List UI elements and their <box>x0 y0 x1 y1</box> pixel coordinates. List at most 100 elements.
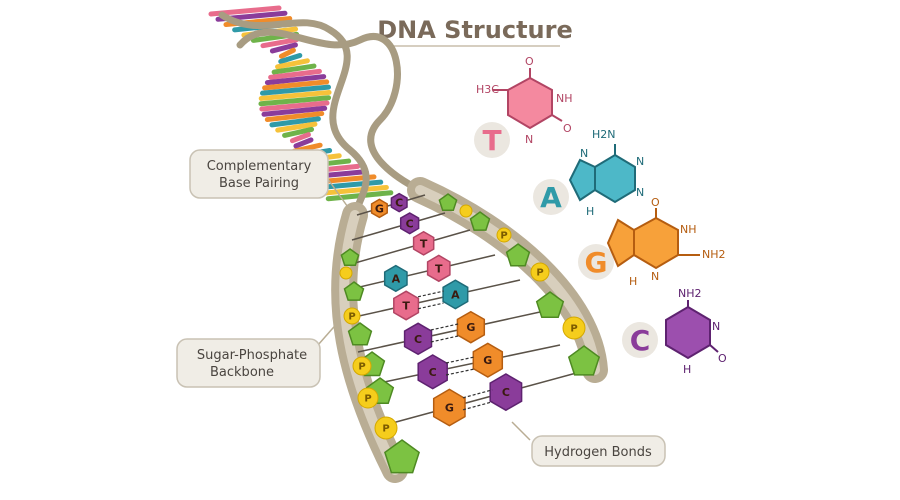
phosphate: P <box>374 416 398 440</box>
base-letter: T <box>402 299 410 312</box>
legend-base-T: T <box>474 122 510 158</box>
right-backbone <box>407 177 608 383</box>
helix-stripe <box>289 132 311 144</box>
base-T: T <box>393 290 420 321</box>
base-hexagon <box>456 310 486 344</box>
base-letter: G <box>445 402 454 415</box>
atom-label: O <box>525 55 534 68</box>
atom-label: N <box>712 320 720 333</box>
phosphate-label: P <box>570 324 577 335</box>
phosphate: P <box>530 262 550 282</box>
base-hexagon <box>390 192 408 213</box>
legend-letter: T <box>482 124 501 157</box>
base-T: T <box>426 254 451 283</box>
sugar-pentagon <box>469 211 491 231</box>
sugar-pentagon <box>384 439 420 474</box>
legend-circle <box>533 179 569 215</box>
helix-stripe <box>275 58 310 70</box>
sugar-groups <box>340 193 601 474</box>
phosphate-circle <box>339 266 353 280</box>
rung-line <box>351 212 446 241</box>
helix-stripe <box>269 116 321 128</box>
helix-stripe <box>293 137 314 149</box>
callout-sugar-phosphate-backbone: Sugar-Phosphate Backbone <box>176 319 341 388</box>
phosphate-circle <box>562 316 586 340</box>
phosphate-circle <box>357 387 379 409</box>
helix-stripe <box>264 74 327 86</box>
helix-strand-right <box>236 28 424 194</box>
phosphate: P <box>357 387 379 409</box>
guanine-structure: O NH NH2 N H <box>606 196 726 288</box>
base-letter: G <box>375 202 384 215</box>
helix-stripe <box>269 42 298 54</box>
legend-letter: A <box>540 181 562 214</box>
base-letter: C <box>429 366 437 379</box>
atom-label: N <box>525 133 533 146</box>
base-hexagon <box>403 322 433 356</box>
callout-box <box>176 338 321 388</box>
callout-text-line2: Backbone <box>210 365 274 380</box>
atom-label: NH <box>556 92 573 105</box>
hydrogen-bond <box>445 368 475 376</box>
rung-line <box>346 254 496 291</box>
cytosine-structure: NH2 N O H <box>665 287 727 376</box>
phosphate-label: P <box>500 231 507 242</box>
base-letter: C <box>395 197 403 210</box>
base-A: A <box>442 279 469 310</box>
phosphate: P <box>352 356 372 376</box>
base-letter: C <box>502 386 510 399</box>
legend-letter: G <box>585 246 608 279</box>
base-A: A <box>383 264 408 293</box>
callout-box <box>531 435 666 467</box>
phosphate-label: P <box>536 268 543 279</box>
base-hexagon <box>370 198 388 219</box>
hydrogen-bond <box>430 335 459 343</box>
base-hexagon <box>442 279 469 310</box>
helix-stripe <box>259 100 330 112</box>
sugar-pentagon <box>340 248 360 267</box>
atom-label: H2N <box>592 128 616 141</box>
base-hexagon <box>393 290 420 321</box>
phosphate-circle <box>374 416 398 440</box>
legend-circle <box>578 244 614 280</box>
phosphate-label: P <box>364 394 371 405</box>
helix-stripe <box>278 47 296 59</box>
base-C: C <box>417 354 448 390</box>
base-G: G <box>432 388 466 427</box>
helix-stripe <box>282 126 315 138</box>
base-hexagon <box>432 388 466 427</box>
helix-strand-left <box>218 11 370 219</box>
callout-text-line2: Base Pairing <box>219 176 299 191</box>
base-letter: A <box>392 272 401 285</box>
callout-box <box>189 149 329 199</box>
atom-label: O <box>718 352 727 365</box>
rung-line <box>347 229 471 266</box>
sugar-pentagon <box>343 281 365 301</box>
phosphate-circle <box>459 204 473 218</box>
atom-label: N <box>580 147 588 160</box>
sugar-pentagon <box>438 193 458 212</box>
phosphate: P <box>562 316 586 340</box>
phosphate-label: P <box>348 312 355 323</box>
callout-complementary-base-pairing: Complementary Base Pairing <box>189 149 351 211</box>
phosphate: P <box>343 307 361 325</box>
helix-stripe <box>262 79 330 91</box>
phosphate <box>339 266 353 280</box>
base-hexagon <box>426 254 451 283</box>
base-C: C <box>403 322 433 356</box>
base-hexagon <box>412 230 435 256</box>
helix-stripe <box>264 111 325 123</box>
atom-label: H <box>683 363 691 376</box>
atom-label: H3C <box>476 83 499 96</box>
helix-stripe <box>259 84 332 96</box>
helix-stripe <box>278 53 303 64</box>
atom-label: NH <box>680 223 697 236</box>
phosphate <box>459 204 473 218</box>
rung-line <box>357 311 541 353</box>
rung-line <box>384 371 581 426</box>
phosphate-circle <box>343 307 361 325</box>
base-G: G <box>370 198 388 219</box>
atom-label: NH2 <box>678 287 702 300</box>
